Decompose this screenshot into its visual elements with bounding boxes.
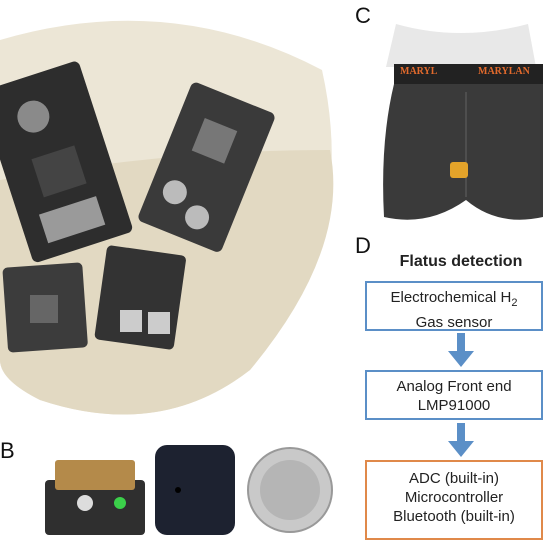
waistband-text-right: MARYLAN bbox=[478, 66, 530, 77]
circuit-boards-illustration bbox=[0, 20, 334, 415]
panel-c-label: C bbox=[355, 3, 371, 28]
arrow-down-icon bbox=[448, 333, 474, 367]
underwear-illustration bbox=[383, 24, 543, 220]
device-and-coin-illustration bbox=[45, 445, 333, 535]
panel-d-label: D bbox=[355, 233, 371, 258]
flow-step-sensor-line1: Electrochemical H2 bbox=[390, 289, 518, 309]
flow-step-sensor-line2: Gas sensor bbox=[415, 314, 493, 331]
panel-c-garment-photo: MARYL MARYLAN bbox=[378, 22, 543, 227]
flow-step-frontend-line1: Analog Front end bbox=[396, 378, 512, 395]
flow-step-microcontroller: ADC (built-in) Microcontroller Bluetooth… bbox=[365, 460, 543, 540]
panel-a-circuit-photo bbox=[0, 20, 334, 415]
flow-step-mcu-line2: Microcontroller bbox=[404, 489, 504, 506]
flow-step-mcu-line3: Bluetooth (built-in) bbox=[393, 508, 515, 525]
flow-step-frontend-line2: LMP91000 bbox=[417, 397, 491, 414]
flowchart-title: Flatus detection bbox=[399, 253, 523, 270]
panel-b-device-photo bbox=[40, 440, 340, 540]
waistband-text-left: MARYL bbox=[400, 66, 438, 77]
flow-step-mcu-line1: ADC (built-in) bbox=[408, 470, 499, 487]
flow-step-frontend: Analog Front end LMP91000 bbox=[365, 370, 543, 420]
flow-step-sensor: Electrochemical H2 Gas sensor bbox=[365, 281, 543, 331]
arrow-down-icon bbox=[448, 423, 474, 457]
panel-b-label: B bbox=[0, 438, 15, 463]
